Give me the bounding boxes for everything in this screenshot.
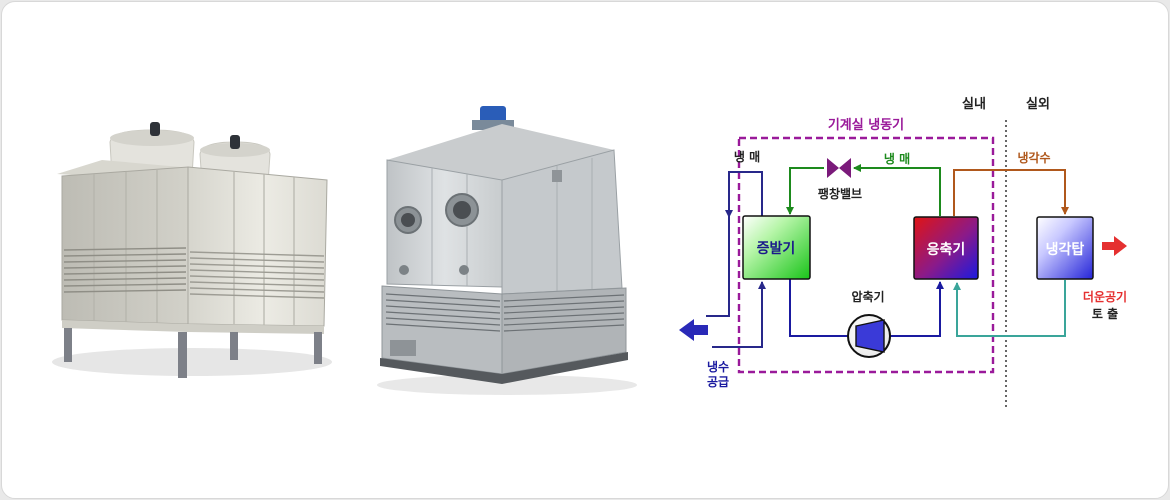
cooling-tower-label: 냉각탑: [1046, 241, 1085, 258]
chiller-room-boundary: [737, 136, 995, 374]
fiberglass-cooling-tower-photo: [52, 122, 332, 378]
cooling-tower-box: [1036, 216, 1094, 280]
outdoor-label: 실외: [1026, 96, 1050, 112]
refrigerant-left-label: 냉 매: [734, 149, 760, 164]
coolant-return-line: [953, 280, 1066, 337]
refrigeration-diagram: 실내 실외 기계실 냉동기 냉 매 팽창밸브 압축기 냉 매 냉: [679, 96, 1127, 408]
refrigerant-line-evaporator-to-compressor: [789, 278, 848, 337]
closed-circuit-cooling-tower-photo: [377, 106, 637, 395]
cold-water-label-line1: 냉수: [707, 359, 729, 374]
hot-air-exhaust-arrow-icon: [1102, 236, 1127, 256]
chilled-water-return-line: [728, 171, 763, 217]
compressor-label: 압축기: [851, 289, 884, 304]
condenser-box: [913, 216, 979, 280]
refrigerant-line-valve-to-evaporator: [786, 167, 824, 215]
coolant-line-to-tower: [953, 169, 1069, 216]
evaporator-box: [742, 215, 811, 280]
chilled-water-out-line: [706, 217, 730, 317]
cold-water-supply-arrow-icon: [679, 319, 708, 341]
coolant-label: 냉각수: [1017, 150, 1050, 165]
hot-air-label-line2: 토 출: [1092, 306, 1118, 321]
refrigerant-top-label: 냉 매: [884, 151, 910, 166]
expansion-valve-label: 팽창밸브: [818, 186, 862, 201]
chilled-water-supply-line: [712, 281, 766, 348]
cold-water-label-line2: 공급: [707, 375, 729, 389]
condenser-label: 응축기: [927, 242, 966, 258]
refrigerant-line-compressor-to-condenser: [890, 281, 944, 337]
evaporator-label: 증발기: [757, 240, 796, 257]
chiller-room-label: 기계실 냉동기: [828, 117, 904, 133]
expansion-valve-icon: [827, 158, 851, 178]
indoor-label: 실내: [962, 96, 986, 112]
compressor-icon: [847, 314, 891, 358]
refrigerant-line-condenser-to-valve: [853, 164, 941, 216]
hot-air-label-line1: 더운공기: [1083, 289, 1127, 304]
